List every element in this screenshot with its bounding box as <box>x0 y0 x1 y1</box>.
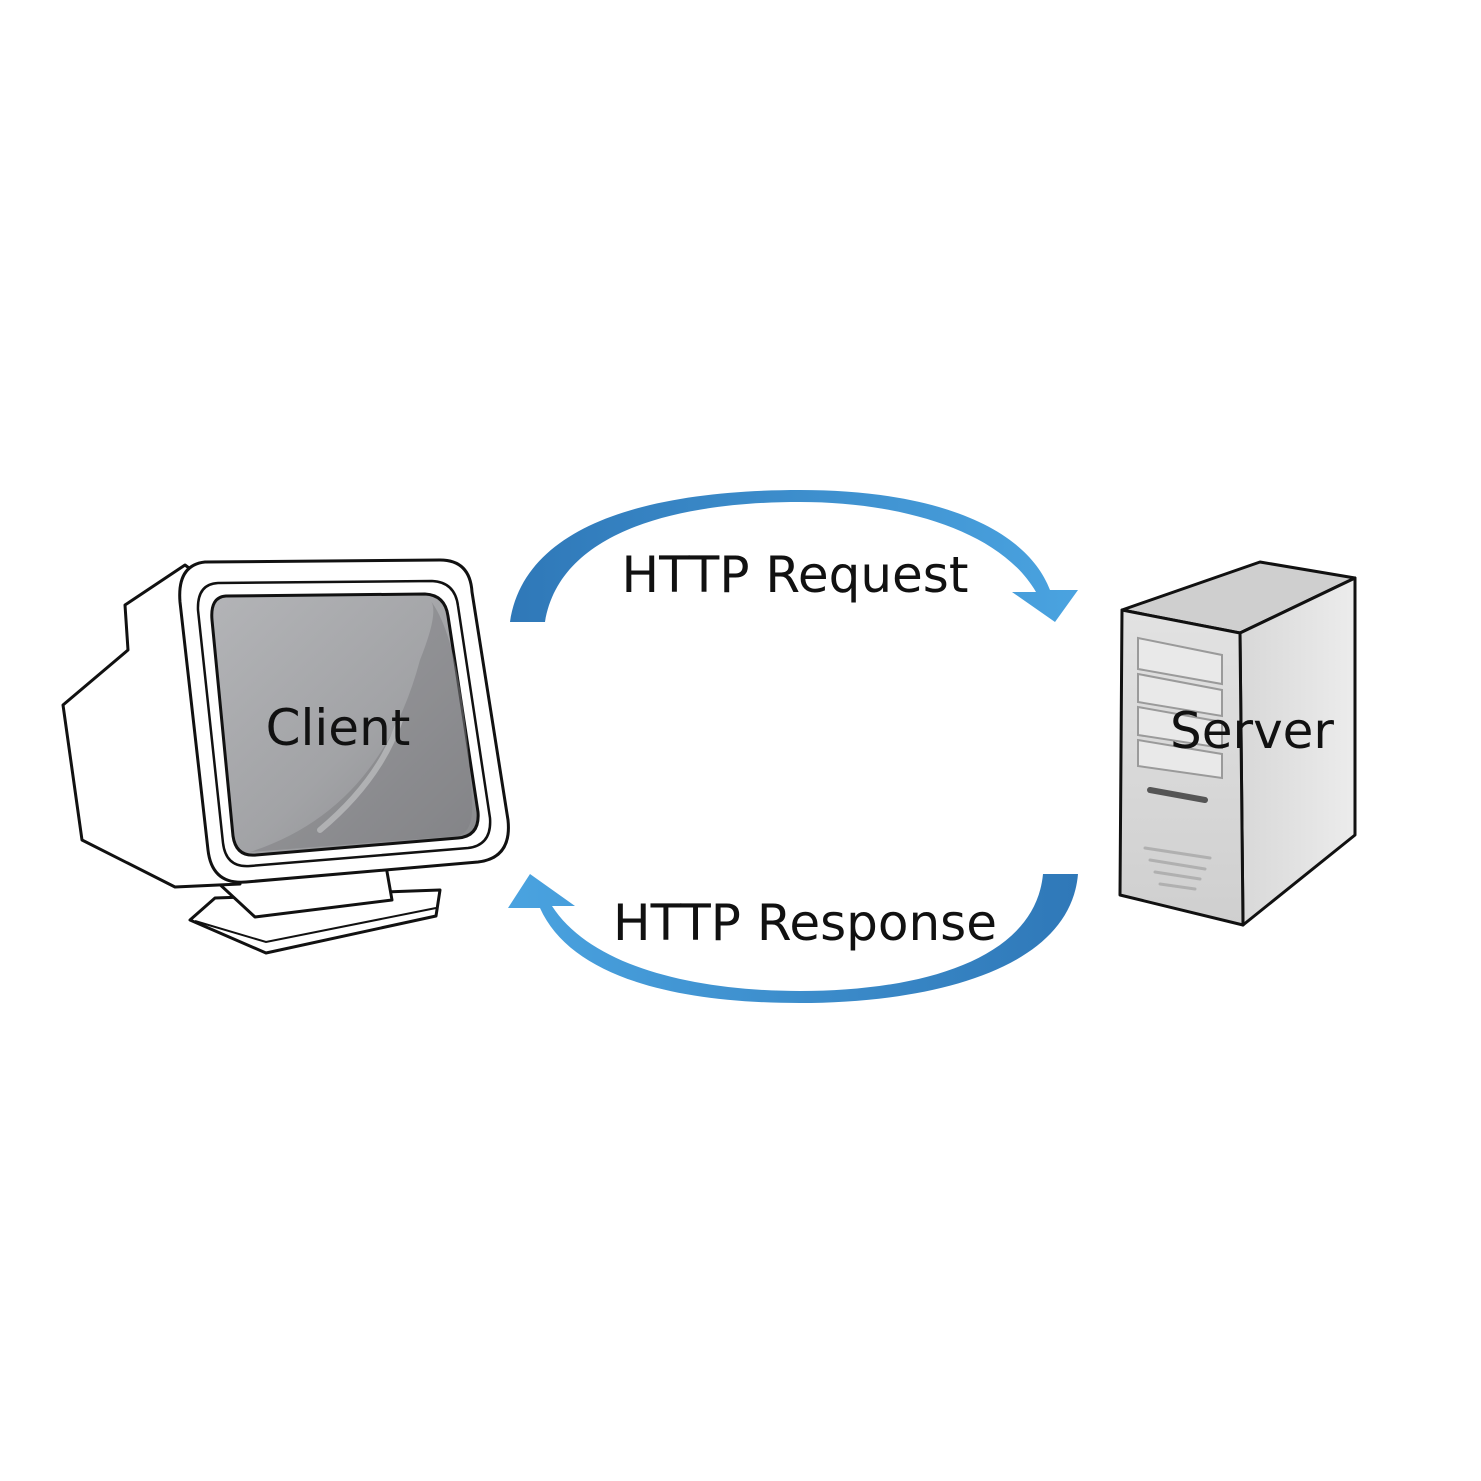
http-response-label: HTTP Response <box>613 894 997 952</box>
crt-monitor-icon <box>61 558 510 955</box>
client-label: Client <box>266 699 411 757</box>
server-slot <box>1147 787 1208 803</box>
server-drive-bays <box>1137 636 1223 780</box>
server-label: Server <box>1170 702 1334 760</box>
server-vents <box>1143 846 1212 891</box>
http-request-label: HTTP Request <box>622 546 969 604</box>
tower-server-icon <box>1118 560 1357 927</box>
